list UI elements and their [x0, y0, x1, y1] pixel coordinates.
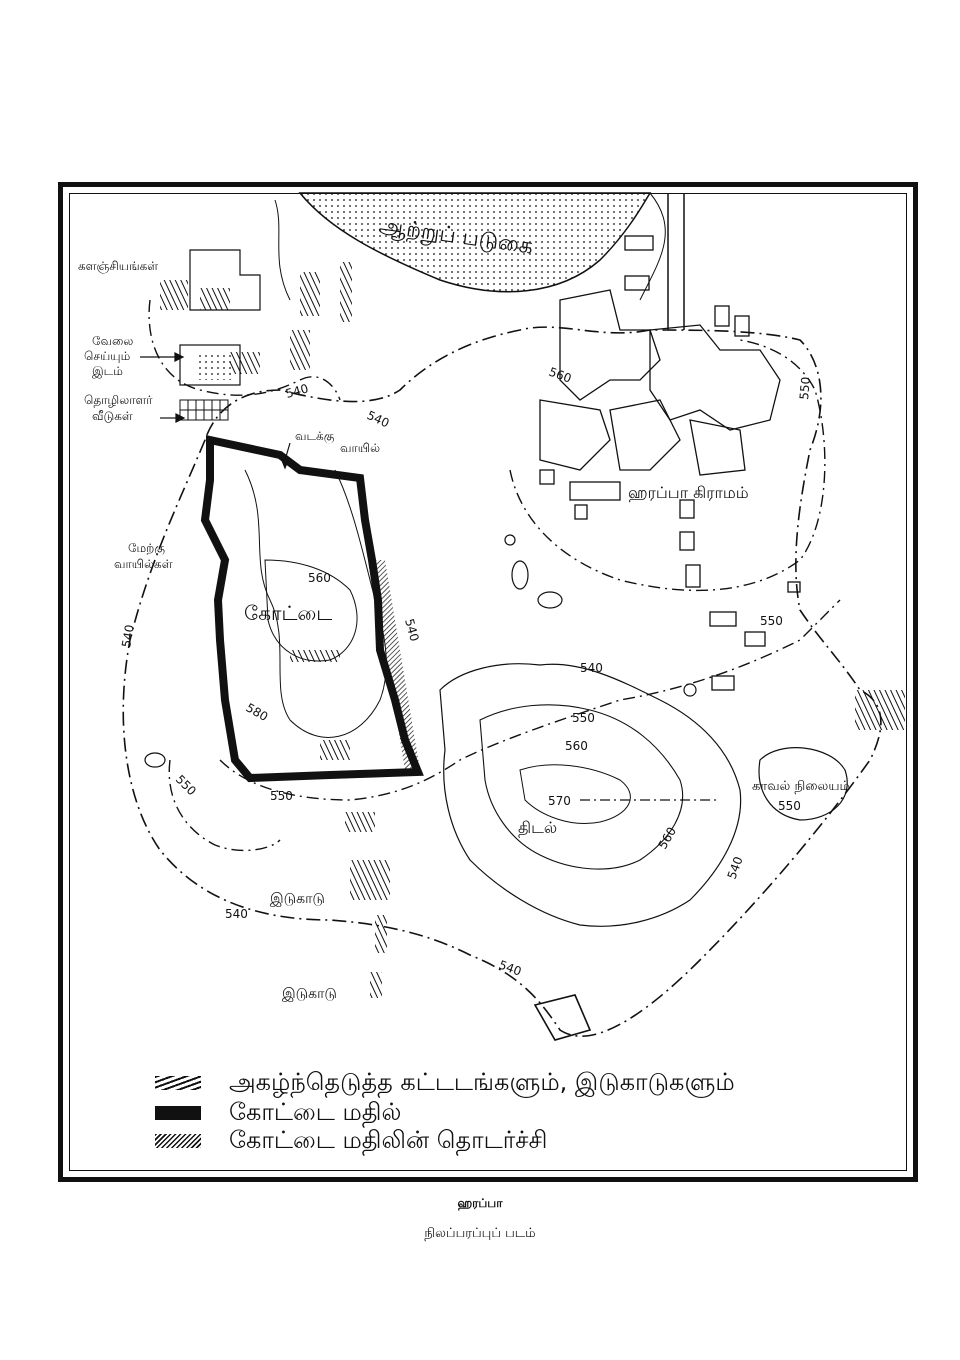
contour-540-west: [148, 299, 341, 401]
mound-contour-top: [519, 764, 631, 824]
mound-contour-inner: [479, 704, 684, 870]
contour-label: 550: [760, 614, 783, 628]
label-granaries: களஞ்சியங்கள்: [78, 259, 158, 274]
contour-label: 540: [725, 855, 746, 881]
contour-label: 540: [225, 907, 248, 921]
label-work-place-1: வேலை: [92, 334, 133, 348]
contour-label: 570: [548, 794, 571, 808]
label-north-gate-1: வடக்கு: [295, 429, 335, 443]
contour-label: 540: [402, 617, 421, 643]
fort-wall-continuation: [370, 560, 420, 770]
annotation-arrows: [140, 352, 291, 470]
label-mound: திடல்: [518, 818, 557, 837]
granaries-block: [189, 249, 261, 311]
citadel-fort-wall: [200, 435, 424, 783]
contour-label: 540: [580, 661, 603, 675]
contour-label: 540: [497, 958, 523, 979]
caption-subtitle: நிலப்பரப்புப் படம்: [424, 1226, 536, 1241]
label-west-gates-1: மேற்கு: [128, 541, 165, 555]
label-citadel: கோட்டை: [244, 601, 332, 625]
mound-contour-outer: [439, 663, 742, 927]
railway-track: [667, 193, 685, 330]
caption-title: ஹரப்பா: [457, 1196, 503, 1210]
contour-label: 540: [284, 381, 310, 400]
contour-label: 550: [270, 789, 293, 803]
label-north-gate-2: வாயில்: [340, 441, 380, 455]
contour-label: 540: [365, 408, 392, 430]
work-place-block: [179, 344, 241, 386]
contour-label: 550: [797, 376, 813, 400]
citadel-contour-2: [264, 559, 358, 662]
east-edge-hatch: [855, 690, 905, 730]
small-mounds: [144, 534, 697, 768]
village-buildings: [539, 235, 801, 691]
legend-swatch-hatch: [155, 1076, 201, 1090]
contour-label: 560: [565, 739, 588, 753]
legend-item-fort-wall-continuation: கோட்டை மதிலின் தொடர்ச்சி: [155, 1126, 547, 1156]
work-place-dots: [195, 355, 233, 380]
label-west-gates-2: வாயில்கள்: [114, 557, 173, 571]
legend-swatch-dense: [155, 1134, 201, 1148]
label-workers-houses-1: தொழிலாளர்: [84, 393, 153, 407]
contour-label: 560: [655, 825, 679, 852]
river-bed: [298, 192, 652, 293]
contour-label: 560: [308, 571, 331, 585]
contour-label: 560: [547, 365, 573, 386]
excavated-patches: [160, 262, 390, 998]
label-police-station: காவல் நிலையம்: [752, 779, 850, 794]
contour-550-village: [509, 339, 826, 592]
river-bank-line: [274, 192, 666, 301]
label-cemetery-2: இடுகாடு: [282, 986, 337, 1002]
police-station-mound: [758, 747, 848, 821]
label-harappa-village: ஹரப்பா கிராமம்: [628, 483, 749, 502]
contour-label: 550: [778, 799, 801, 813]
contour-550-south: [219, 599, 841, 801]
legend-item-excavated: அகழ்ந்தெடுத்த கட்டடங்களும், இடுகாடுகளும்: [155, 1068, 735, 1098]
legend-label: அகழ்ந்தெடுத்த கட்டடங்களும், இடுகாடுகளும்: [229, 1067, 735, 1096]
contour-540-outer: [122, 326, 882, 1037]
contour-label: 580: [244, 700, 271, 724]
legend-item-fort-wall: கோட்டை மதில்: [155, 1098, 401, 1128]
legend-label: கோட்டை மதில்: [229, 1097, 402, 1126]
label-cemetery-1: இடுகாடு: [270, 891, 325, 907]
contour-label: 540: [119, 624, 137, 649]
contour-label: 550: [572, 711, 595, 725]
citadel-contour-1: [244, 469, 387, 738]
bottom-enclosure: [533, 994, 592, 1041]
legend-label: கோட்டை மதிலின் தொடர்ச்சி: [229, 1125, 548, 1154]
workers-houses: [179, 399, 229, 421]
contour-label: 550: [173, 772, 199, 798]
label-work-place-2: செய்யும்: [84, 349, 130, 363]
legend-swatch-solid: [155, 1106, 201, 1120]
label-work-place-3: இடம்: [92, 364, 123, 379]
contour-550-west: [168, 759, 281, 852]
label-workers-houses-2: வீடுகள்: [92, 409, 133, 423]
